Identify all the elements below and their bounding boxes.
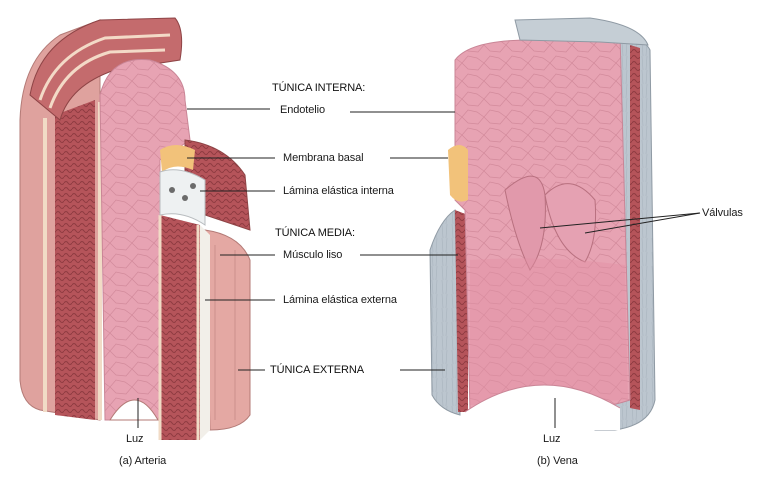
caption-arteria: (a) Arteria: [119, 455, 167, 467]
caption-luz-arteria: Luz: [126, 433, 144, 445]
vein-illustration: [429, 17, 656, 431]
label-membrana-basal: Membrana basal: [283, 152, 364, 164]
label-tunica-media: TÚNICA MEDIA:: [275, 227, 355, 239]
label-valvulas: Válvulas: [702, 207, 743, 219]
label-lamina-elastica-externa: Lámina elástica externa: [283, 294, 397, 306]
valvulas-line-1: [539, 212, 701, 229]
label-tunica-externa: TÚNICA EXTERNA: [270, 364, 364, 376]
label-lamina-elastica-interna: Lámina elástica interna: [283, 185, 394, 197]
caption-vena: (b) Vena: [537, 455, 578, 467]
leader-lines: [137, 108, 701, 428]
label-tunica-interna: TÚNICA INTERNA:: [272, 82, 366, 94]
label-endotelio: Endotelio: [280, 104, 325, 116]
artery-illustration: [19, 17, 251, 440]
caption-luz-vena: Luz: [543, 433, 561, 445]
label-musculo-liso: Músculo liso: [283, 249, 343, 261]
valvulas-line-2: [584, 212, 701, 234]
